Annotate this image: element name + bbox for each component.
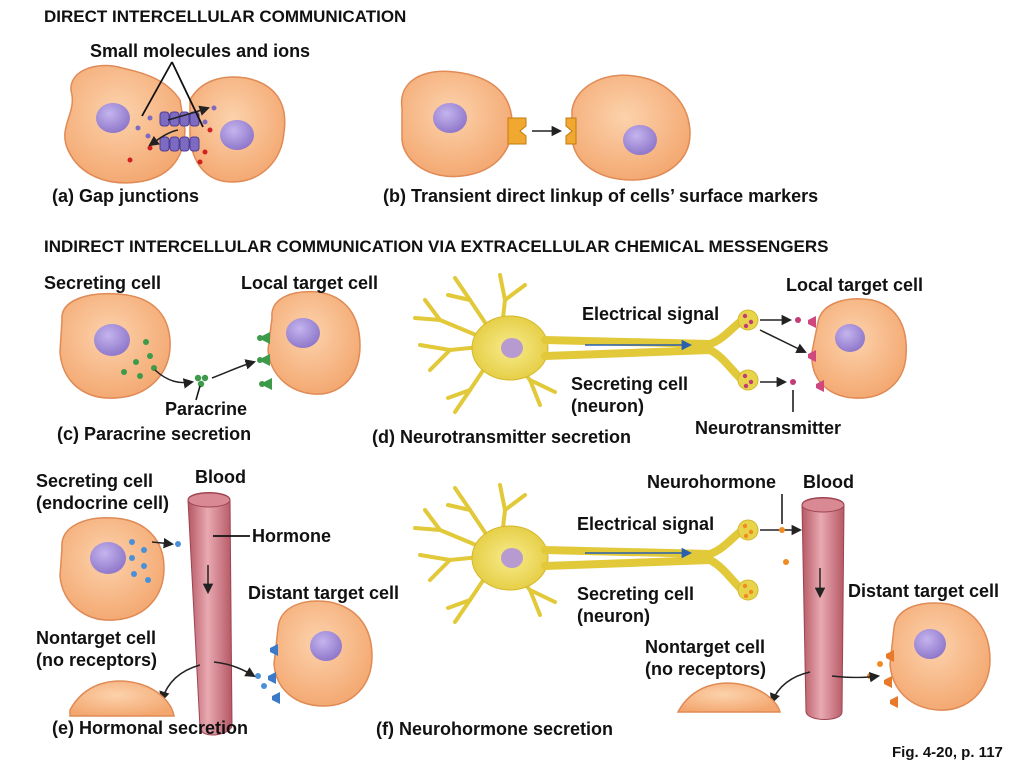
nucleus	[90, 542, 126, 574]
axon	[541, 318, 744, 382]
vessel-lumen	[187, 492, 231, 508]
label-local-target-d: Local target cell	[786, 275, 924, 295]
caption-hormonal: (e) Hormonal secretion	[52, 718, 249, 738]
nucleus	[501, 338, 523, 358]
nucleus	[623, 125, 657, 155]
caption-neurotransmitter: (d) Neurotransmitter secretion	[372, 427, 632, 447]
axon-terminal	[737, 369, 759, 391]
label-neurotransmitter: Neurotransmitter	[695, 418, 842, 438]
nucleus	[433, 103, 467, 133]
label-nontarget-e: Nontarget cell (no receptors)	[36, 628, 158, 670]
label-paracrine: Paracrine	[165, 399, 248, 419]
blood-vessel	[187, 492, 233, 736]
diffusion-arrow	[154, 369, 195, 389]
surface-marker	[565, 117, 577, 145]
nucleus	[94, 324, 130, 356]
flow-arrow	[831, 671, 881, 683]
label-hormone: Hormone	[252, 526, 332, 546]
receptor	[808, 316, 824, 392]
vesicles	[742, 523, 754, 599]
label-electrical-signal-f: Electrical signal	[577, 514, 715, 534]
label-small-molecules: Small molecules and ions	[90, 41, 311, 61]
label-local-target-c: Local target cell	[241, 273, 379, 293]
nucleus	[286, 318, 320, 348]
axon-terminal	[737, 309, 759, 331]
nontarget-cell	[69, 680, 175, 717]
nucleus	[310, 631, 342, 661]
panel-e-hormonal	[59, 492, 373, 736]
surface-marker	[507, 117, 527, 145]
pointer-line	[141, 61, 173, 117]
paracrine-molecules	[121, 339, 209, 388]
gap-junction-channel	[159, 111, 200, 152]
label-distant-target-f: Distant target cell	[848, 581, 1000, 601]
nucleus	[501, 548, 523, 568]
nucleus	[220, 120, 254, 150]
panel-b-surface-markers	[400, 70, 691, 181]
nontarget-arrow	[770, 671, 811, 704]
caption-gap-junctions: (a) Gap junctions	[52, 186, 200, 206]
label-secreting-endocrine: Secreting cell (endocrine cell)	[36, 471, 170, 513]
panel-f-neurohormone	[413, 483, 991, 720]
receptor	[268, 644, 280, 704]
label-neurohormone: Neurohormone	[647, 472, 777, 492]
flow-arrow	[148, 129, 179, 147]
label-electrical-signal-d: Electrical signal	[582, 304, 720, 324]
panel-a-gap-junction	[64, 61, 286, 184]
heading-indirect: INDIRECT INTERCELLULAR COMMUNICATION VIA…	[44, 237, 829, 256]
vessel-lumen	[801, 497, 845, 513]
distant-target-cell	[889, 602, 991, 711]
axon	[541, 528, 744, 592]
heading-direct: DIRECT INTERCELLULAR COMMUNICATION	[44, 7, 407, 26]
diffusion-arrow	[211, 359, 257, 379]
neurotransmitter-molecule	[790, 379, 796, 385]
label-nontarget-f: Nontarget cell (no receptors)	[645, 637, 767, 679]
receptor	[884, 650, 898, 708]
caption-surface-markers: (b) Transient direct linkup of cells’ su…	[383, 186, 819, 206]
ions	[127, 105, 217, 165]
flow-arrow	[213, 661, 256, 678]
caption-neurohormone: (f) Neurohormone secretion	[376, 719, 614, 739]
axon-terminal	[737, 579, 759, 601]
figure-reference: Fig. 4-20, p. 117	[892, 744, 1003, 761]
pointer-line	[171, 61, 204, 128]
pointer-line	[195, 385, 201, 401]
neurotransmitter-molecule	[795, 317, 801, 323]
nontarget-cell	[676, 682, 781, 713]
panel-d-neurotransmitter	[413, 273, 907, 414]
label-secreting-cell-c: Secreting cell	[44, 273, 162, 293]
axon-terminal	[737, 519, 759, 541]
vesicles	[742, 313, 754, 389]
nucleus	[835, 324, 865, 352]
flow-arrow	[167, 105, 210, 121]
label-secreting-neuron-f: Secreting cell (neuron)	[577, 584, 695, 626]
caption-paracrine: (c) Paracrine secretion	[57, 424, 252, 444]
label-distant-target-e: Distant target cell	[248, 583, 400, 603]
label-secreting-neuron-d: Secreting cell (neuron)	[571, 374, 689, 416]
label-blood-e: Blood	[195, 467, 246, 487]
label-blood-f: Blood	[803, 472, 854, 492]
nontarget-arrow	[159, 664, 201, 703]
nucleus	[96, 103, 130, 133]
secretion-arrow	[151, 537, 175, 549]
nucleus	[914, 629, 946, 659]
panel-c-paracrine	[59, 290, 361, 401]
receptor	[257, 332, 272, 390]
blood-vessel	[801, 497, 845, 720]
release-arrow	[759, 329, 807, 354]
